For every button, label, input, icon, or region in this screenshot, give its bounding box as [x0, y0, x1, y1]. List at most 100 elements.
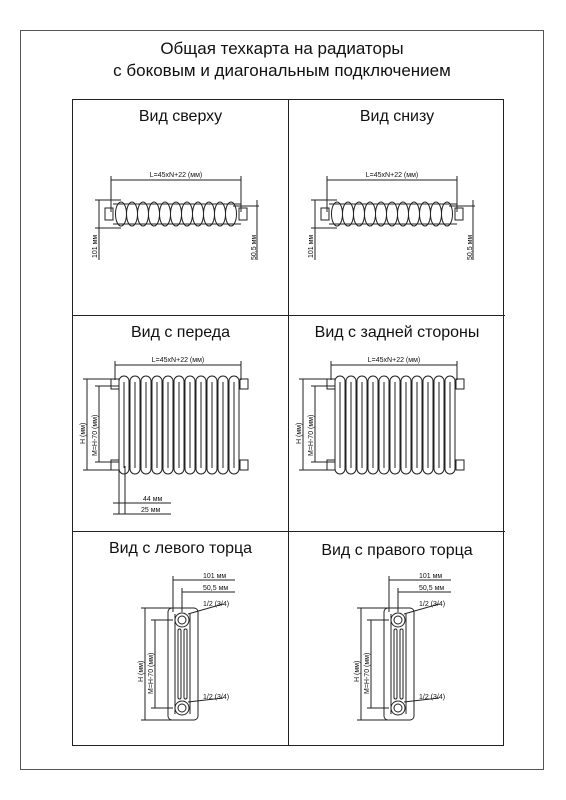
pipe-nipple — [455, 459, 465, 471]
dim-axis-back: M=H-70 (мм) — [308, 415, 315, 456]
pipe-nipple — [454, 207, 464, 221]
radiator-column — [129, 375, 141, 475]
radiator-column — [356, 375, 368, 475]
radiator-column — [334, 375, 346, 475]
radiator-section — [397, 201, 409, 227]
dim-halfdepth-left: 50,5 мм — [203, 585, 228, 592]
dim-44-front: 44 мм — [143, 496, 163, 503]
pipe-nipple — [110, 378, 120, 390]
radiator-section — [115, 201, 127, 227]
dim-length-back: L=45xN+22 (мм) — [368, 357, 420, 364]
dim-length-front: L=45xN+22 (мм) — [152, 357, 204, 364]
thread-top-left: 1/2 (3/4) — [203, 601, 229, 608]
dim-length-bottom: L=45xN+22 (мм) — [366, 172, 418, 179]
cell-top-view: Вид сверху L=45xN+22 (мм) 101 мм 50,5 мм — [73, 100, 289, 316]
radiator-column — [389, 375, 401, 475]
pipe-nipple — [110, 459, 120, 471]
radiator-column — [433, 375, 445, 475]
radiator-section — [148, 201, 160, 227]
radiator-column — [173, 375, 185, 475]
pipe-nipple — [326, 378, 336, 390]
dim-halfdepth-right: 50,5 мм — [419, 585, 444, 592]
page-title: Общая техкарта на радиаторы с боковым и … — [20, 38, 544, 82]
dim-axis-right: M=H-70 (мм) — [364, 653, 371, 694]
radiator-section — [353, 201, 365, 227]
radiator-section — [225, 201, 237, 227]
dim-height-right: H (мм) — [354, 661, 361, 682]
radiator-section — [331, 201, 343, 227]
radiator-section — [364, 201, 376, 227]
radiator-section — [214, 201, 226, 227]
radiator-section — [137, 201, 149, 227]
pipe-nipple — [326, 459, 336, 471]
right-view-drawing: 101 мм 50,5 мм 1/2 (3/4) 1/2 (3/4) H (мм… — [354, 573, 451, 721]
radiator-column — [400, 375, 412, 475]
left-view-drawing: 101 мм 50,5 мм 1/2 (3/4) 1/2 (3/4) H (мм… — [138, 573, 235, 721]
dim-halfdepth-bottom: 50,5 мм — [467, 235, 474, 260]
dim-depth-right: 101 мм — [419, 573, 442, 580]
cell-bottom-view: Вид снизу L=45xN+22 (мм) 101 мм 50,5 мм — [289, 100, 505, 316]
pipe-nipple — [239, 459, 249, 471]
page-frame — [20, 30, 544, 770]
radiator-section — [203, 201, 215, 227]
dim-length-top: L=45xN+22 (мм) — [150, 172, 202, 179]
cell-back-view: Вид с задней стороны L=45xN+22 (мм) H (м… — [289, 316, 505, 532]
radiator-column — [151, 375, 163, 475]
radiator-column — [140, 375, 152, 475]
radiator-section — [419, 201, 431, 227]
views-grid: Вид сверху L=45xN+22 (мм) 101 мм 50,5 мм… — [72, 99, 505, 746]
top-view-drawing: L=45xN+22 (мм) 101 мм 50,5 мм — [92, 172, 259, 260]
view-heading-left: Вид с левого торца — [108, 540, 253, 557]
view-heading-top: Вид сверху — [138, 108, 223, 125]
radiator-section — [342, 201, 354, 227]
cell-right-view: Вид с правого торца — [289, 532, 505, 745]
radiator-column — [118, 375, 130, 475]
view-heading-bottom: Вид снизу — [359, 108, 435, 125]
front-view-drawing: L=45xN+22 (мм) H (мм) M=H-70 (мм) 44 мм … — [80, 357, 249, 515]
thread-top-right: 1/2 (3/4) — [419, 601, 445, 608]
radiator-column — [444, 375, 456, 475]
radiator-section — [430, 201, 442, 227]
radiator-column — [378, 375, 390, 475]
radiator-column — [206, 375, 218, 475]
radiator-column — [411, 375, 423, 475]
view-heading-front: Вид с переда — [130, 324, 231, 341]
radiator-section — [408, 201, 420, 227]
dim-depth-top: 101 мм — [92, 235, 99, 258]
dim-axis-front: M=H-70 (мм) — [92, 415, 99, 456]
radiator-section — [192, 201, 204, 227]
radiator-column — [228, 375, 240, 475]
view-heading-back: Вид с задней стороны — [314, 324, 480, 341]
thread-bottom-left: 1/2 (3/4) — [203, 694, 229, 701]
radiator-section — [181, 201, 193, 227]
dim-height-front: H (мм) — [80, 423, 87, 444]
dim-height-back: H (мм) — [296, 423, 303, 444]
cell-left-view: Вид с левого торца — [73, 532, 289, 745]
title-line-2: с боковым и диагональным подключением — [113, 61, 451, 80]
thread-bottom-right: 1/2 (3/4) — [419, 694, 445, 701]
dim-halfdepth-top: 50,5 мм — [251, 235, 258, 260]
radiator-column — [345, 375, 357, 475]
radiator-column — [162, 375, 174, 475]
dim-height-left: H (мм) — [138, 661, 145, 682]
radiator-column — [422, 375, 434, 475]
title-line-1: Общая техкарта на радиаторы — [160, 39, 404, 58]
dim-axis-left: M=H-70 (мм) — [148, 653, 155, 694]
radiator-section — [170, 201, 182, 227]
radiator-section — [441, 201, 453, 227]
dim-25-front: 25 мм — [141, 507, 161, 514]
view-heading-right: Вид с правого торца — [321, 542, 473, 559]
pipe-nipple — [104, 207, 114, 221]
radiator-column — [184, 375, 196, 475]
radiator-column — [367, 375, 379, 475]
dim-depth-left: 101 мм — [203, 573, 226, 580]
bottom-view-drawing: L=45xN+22 (мм) 101 мм 50,5 мм — [308, 172, 475, 260]
radiator-section — [375, 201, 387, 227]
radiator-column — [217, 375, 229, 475]
back-view-drawing: L=45xN+22 (мм) H (мм) M=H-70 (мм) — [296, 357, 465, 475]
radiator-section — [126, 201, 138, 227]
pipe-nipple — [320, 207, 330, 221]
pipe-nipple — [238, 207, 248, 221]
dim-depth-bottom: 101 мм — [308, 235, 315, 258]
radiator-section — [159, 201, 171, 227]
